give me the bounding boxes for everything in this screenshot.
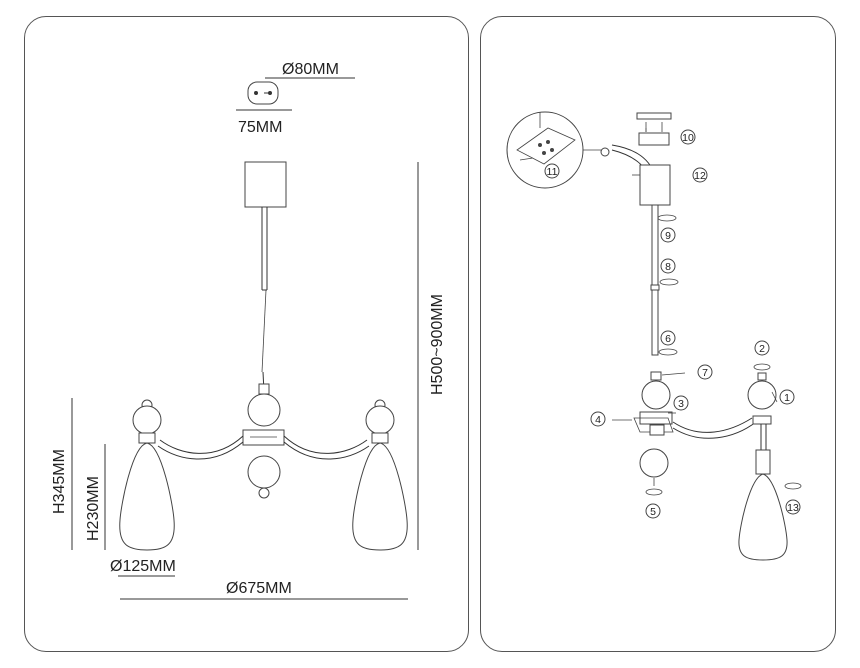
svg-text:13: 13 [787,502,799,514]
svg-text:3: 3 [678,398,684,410]
step-number-1: 1 [779,389,795,405]
step-number-6: 6 [660,330,676,346]
shade-diameter-label: Ø125MM [110,558,176,575]
svg-text:9: 9 [665,230,671,242]
step-number-11: 11 [544,163,560,179]
step-number-12: 12 [692,167,708,183]
chandelier-front-view [119,161,408,551]
step-number-7: 7 [697,364,713,380]
total-height-label: H500~900MM [429,294,446,395]
canopy-height-label: 75MM [238,119,282,136]
ceiling-mount-detail [506,111,584,189]
total-diameter-label: Ø675MM [226,580,292,597]
svg-text:10: 10 [682,132,694,144]
svg-text:1: 1 [784,392,790,404]
step-number-8: 8 [660,258,676,274]
svg-text:6: 6 [665,333,671,345]
svg-text:11: 11 [547,166,558,178]
svg-text:2: 2 [759,343,765,355]
svg-text:8: 8 [665,261,671,273]
step-number-13: 13 [785,499,801,515]
step-number-3: 3 [673,395,689,411]
svg-text:5: 5 [650,506,656,518]
svg-text:7: 7 [702,367,708,379]
h345-label: H345MM [51,449,68,514]
step-number-5: 5 [645,503,661,519]
h230-label: H230MM [85,476,102,541]
step-number-10: 10 [680,129,696,145]
canopy-diameter-label: Ø80MM [282,61,339,78]
step-number-2: 2 [754,340,770,356]
svg-text:12: 12 [694,170,706,182]
svg-text:4: 4 [595,414,601,426]
step-number-4: 4 [590,411,606,427]
assembly-diagram [506,111,802,561]
step-number-9: 9 [660,227,676,243]
canopy-top-view [247,77,355,105]
